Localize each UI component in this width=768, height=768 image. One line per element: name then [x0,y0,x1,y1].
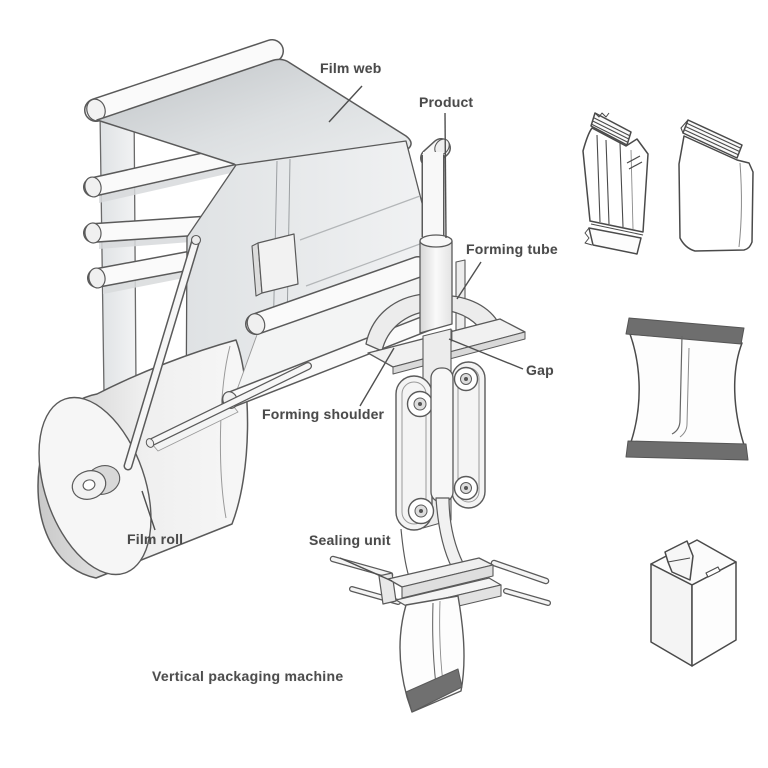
label-film-web: Film web [320,60,382,76]
gusseted-bag-icon [582,112,649,255]
leader-lines [141,85,524,582]
label-gap: Gap [526,362,554,378]
film-roll [37,339,249,579]
product-feed-pipe [420,138,451,237]
leader-film-web [328,85,363,123]
leader-film-roll [141,490,156,531]
sealing-jaw-back [387,557,494,599]
pillow-pouch-icon [625,317,749,461]
film-roll-hub [71,465,121,500]
forming-tube [419,234,453,345]
label-forming-tube: Forming tube [466,241,558,257]
mid-roller-upper [245,256,429,335]
pouch-bottom-seal [625,440,749,461]
leader-gap [448,338,524,370]
package-type-icons [582,112,754,667]
leader-product [444,112,447,239]
block-bottom-bag-icon [678,119,754,252]
diagram-caption: Vertical packaging machine [152,668,344,684]
top-roller [84,39,284,122]
leader-forming-tube [456,261,482,300]
pull-belt-unit [395,328,486,578]
label-sealing-unit: Sealing unit [309,532,391,548]
belt-left [395,375,435,531]
formed-bag [399,595,465,713]
bag-bottom-seal [405,668,463,713]
dancer-arm [123,234,202,471]
belt-center-bar [430,367,454,503]
tube-foot [435,497,464,569]
label-product: Product [419,94,474,110]
tension-rod [145,362,312,448]
leader-sealing-unit [339,557,393,582]
pouch-top-seal [625,317,745,345]
leader-forming-shoulder [359,347,395,407]
carton-slit [705,566,721,578]
film-clamp-bracket [251,233,299,297]
brick-carton-icon [650,539,737,667]
label-forming-shoulder: Forming shoulder [262,406,385,422]
label-film-roll: Film roll [127,531,184,547]
vertical-packaging-machine [37,39,551,713]
belt-right [451,361,486,509]
film-tube-edge [400,528,410,578]
